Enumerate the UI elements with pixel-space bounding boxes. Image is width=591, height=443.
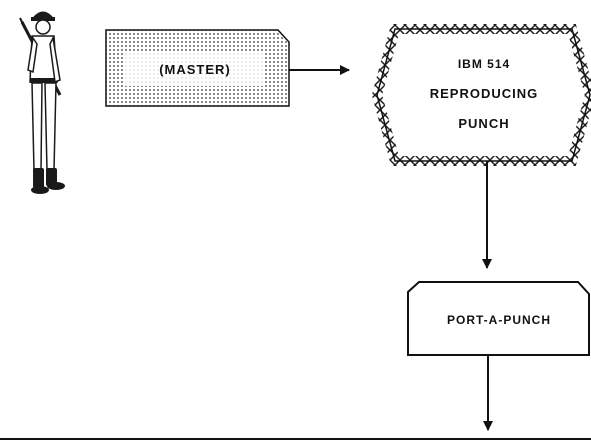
punch-label-line1: IBM 514	[458, 57, 510, 71]
reproducing-punch-node: IBM 514 REPRODUCING PUNCH	[371, 24, 591, 166]
punch-label-line3: PUNCH	[458, 116, 509, 131]
soldier-icon	[19, 11, 65, 194]
port-a-punch-label: PORT-A-PUNCH	[447, 313, 551, 327]
master-card-label: (MASTER)	[159, 62, 231, 77]
port-a-punch-node: PORT-A-PUNCH	[407, 281, 590, 356]
master-card-node: (MASTER)	[105, 29, 290, 107]
punch-label-line2: REPRODUCING	[430, 86, 539, 101]
